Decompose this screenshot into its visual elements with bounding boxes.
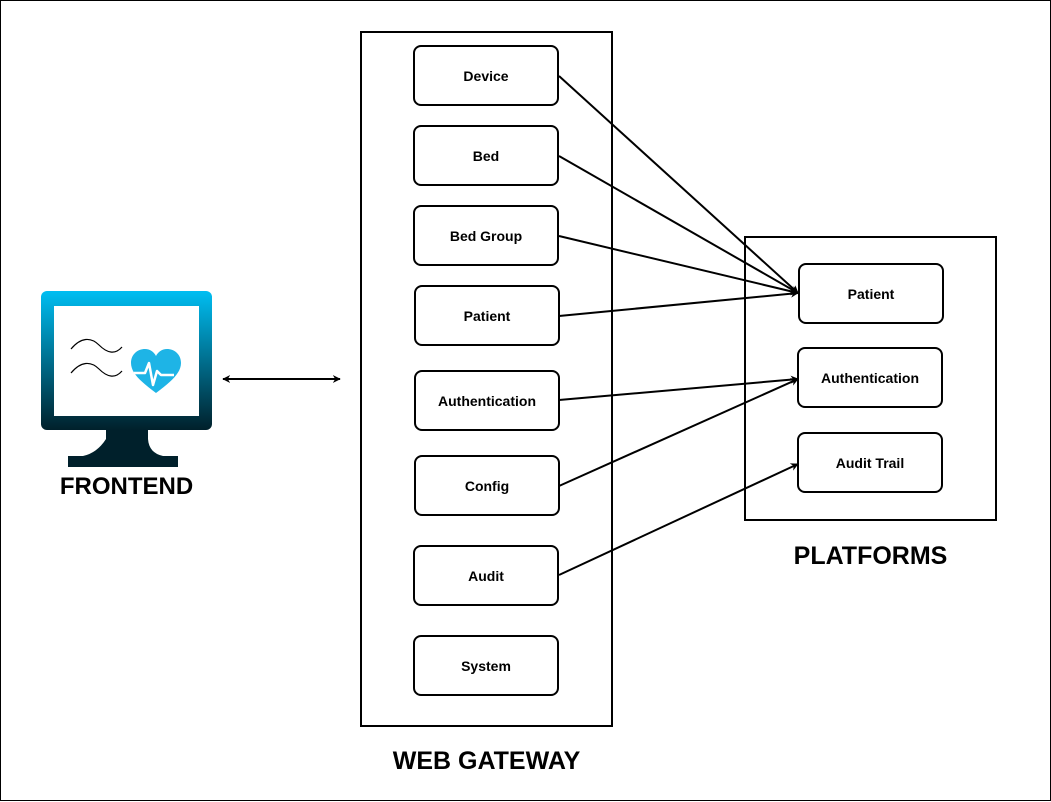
platforms-container <box>744 236 997 521</box>
web-gateway-container <box>360 31 613 727</box>
frontend-label: FRONTEND <box>59 473 194 500</box>
gateway-service-patient: Patient <box>414 285 560 346</box>
web-gateway-label: WEB GATEWAY <box>392 747 581 775</box>
platform-service-patient: Patient <box>798 263 944 324</box>
gateway-service-device: Device <box>413 45 559 106</box>
platform-service-audit-trail: Audit Trail <box>797 432 943 493</box>
heart-monitor-icon <box>41 291 213 469</box>
gateway-service-audit: Audit <box>413 545 559 606</box>
platforms-label: PLATFORMS <box>793 542 948 570</box>
gateway-service-bed-group: Bed Group <box>413 205 559 266</box>
gateway-service-config: Config <box>414 455 560 516</box>
platform-service-authentication: Authentication <box>797 347 943 408</box>
gateway-service-bed: Bed <box>413 125 559 186</box>
gateway-service-authentication: Authentication <box>414 370 560 431</box>
gateway-service-system: System <box>413 635 559 696</box>
